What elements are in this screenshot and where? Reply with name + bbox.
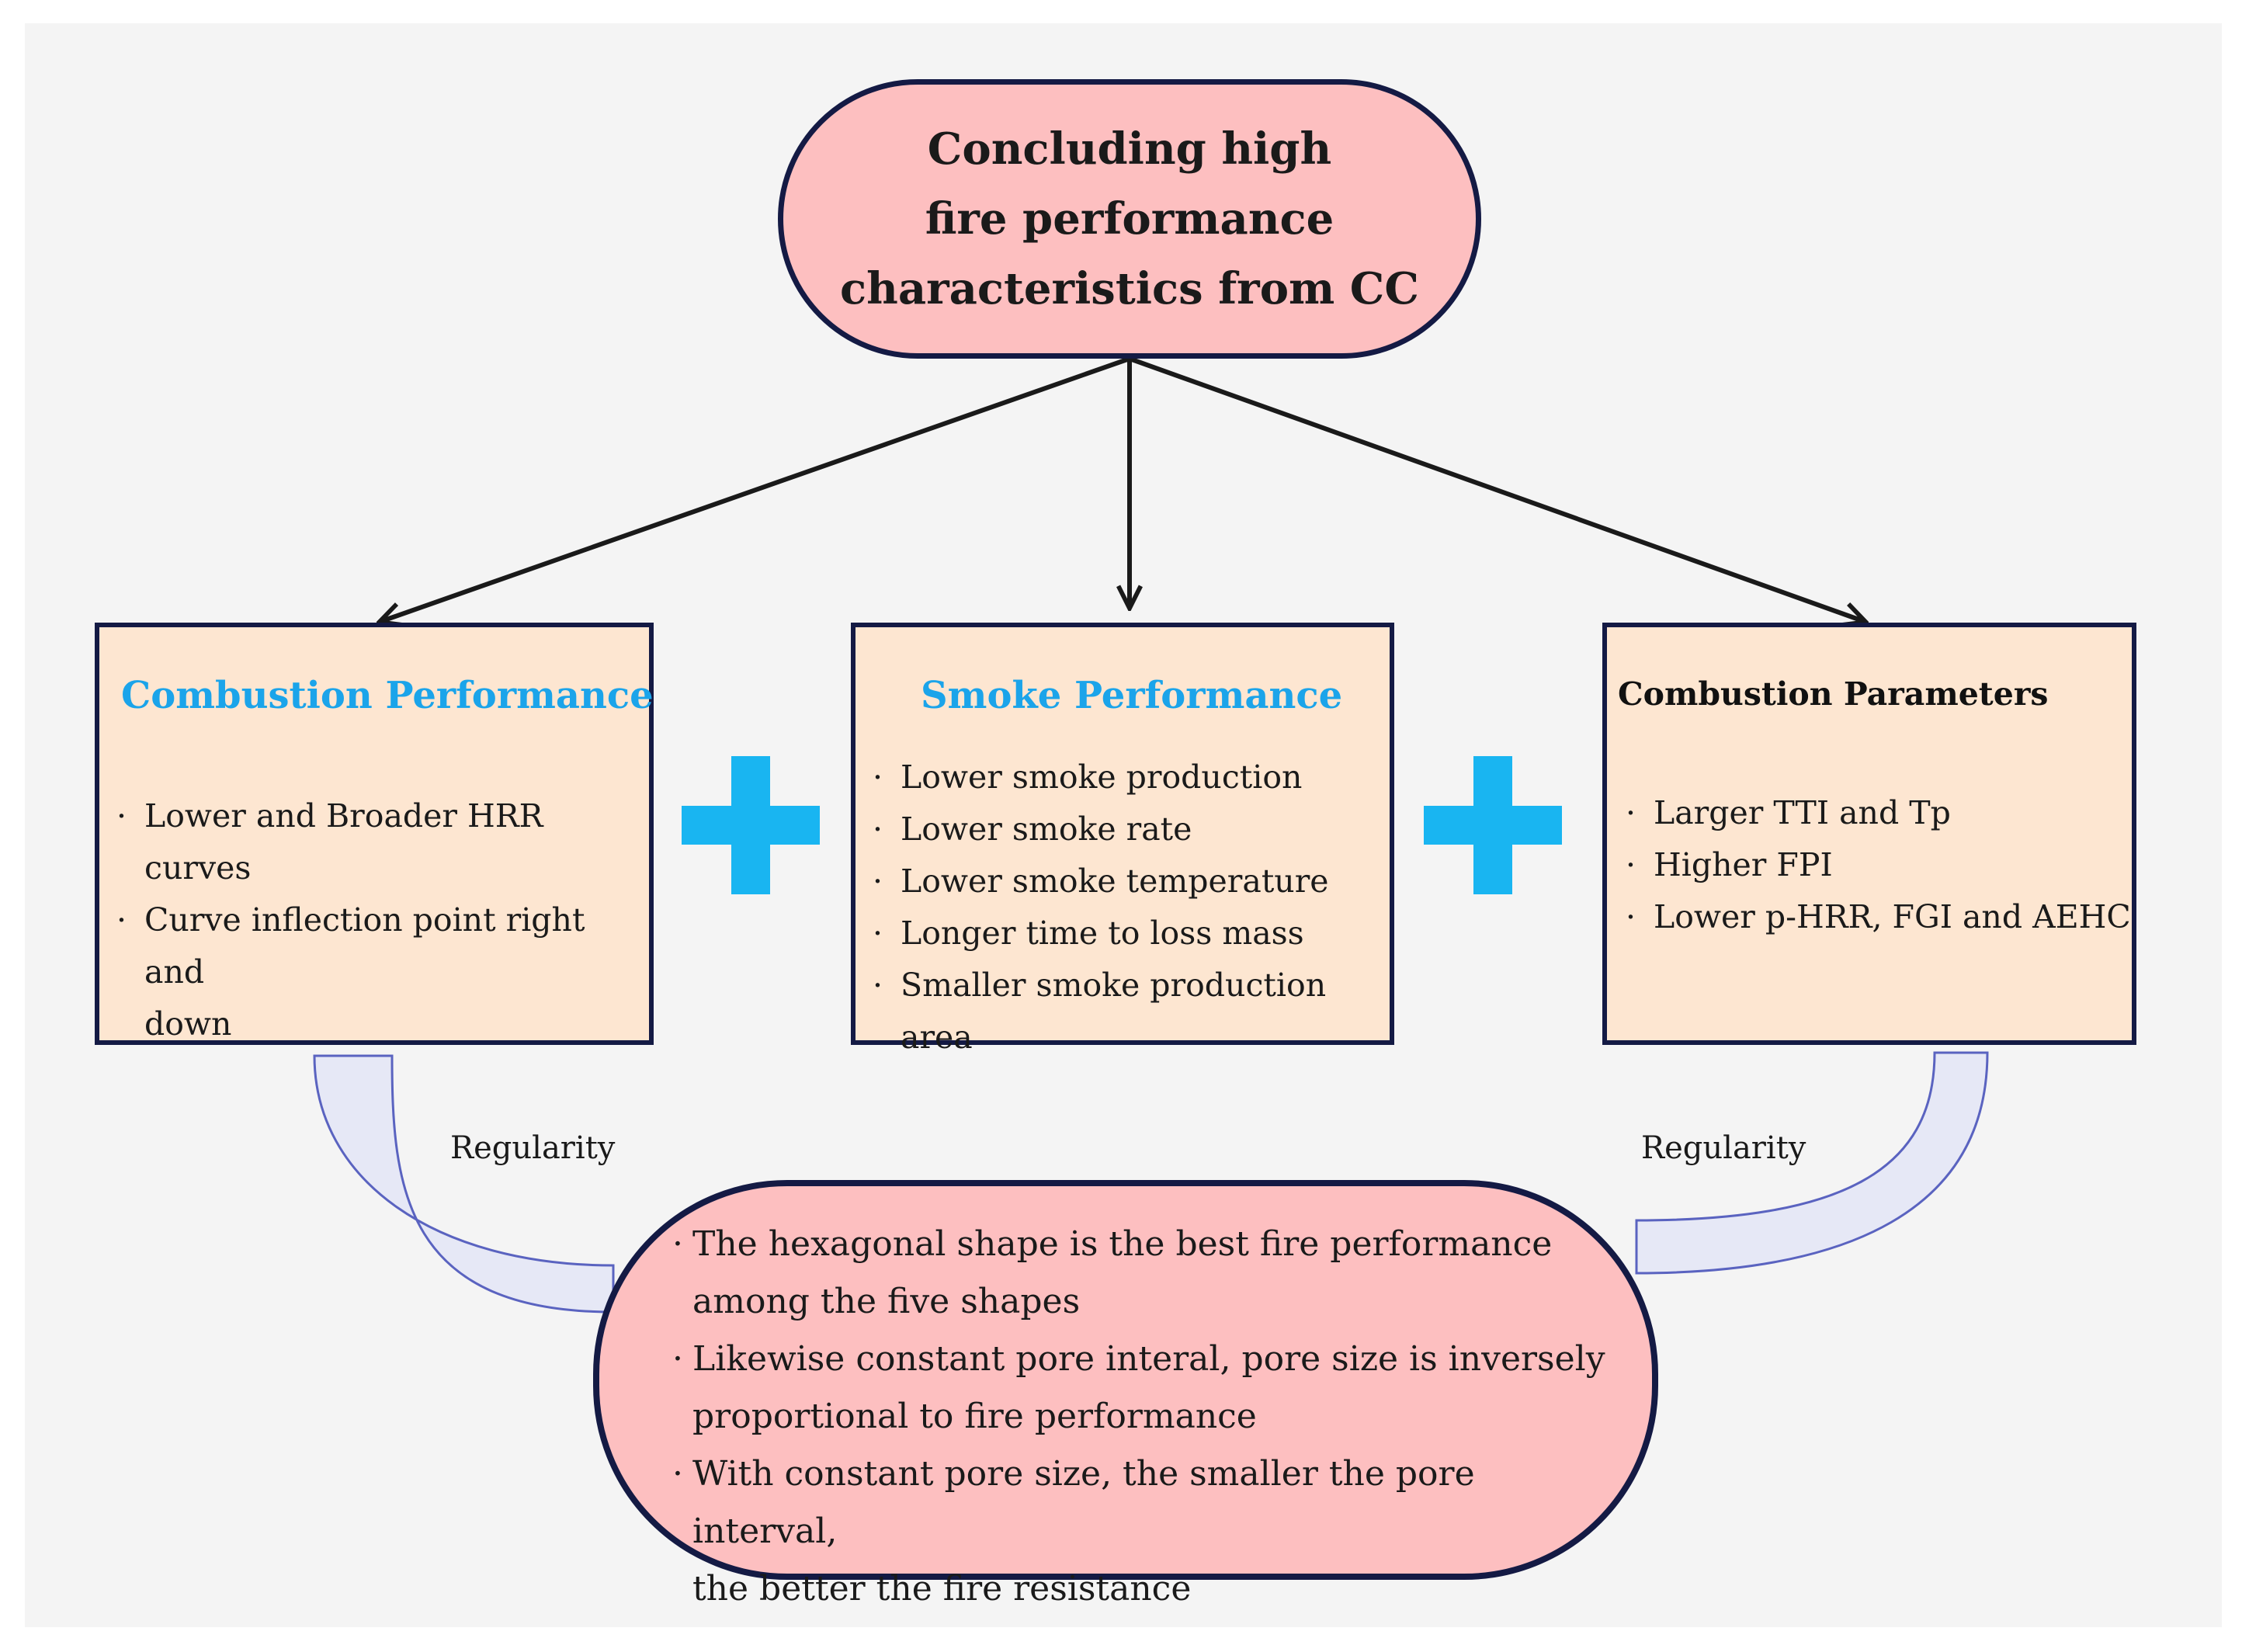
list-item: ·Longer time to loss mass — [873, 914, 1304, 952]
combustion-parameters-box: Combustion Parameters ·Larger TTI and Tp… — [1602, 623, 2136, 1045]
list-item: ·Lower p-HRR, FGI and AEHC — [1626, 898, 2131, 935]
list-item: ·Lower and Broader HRR curves — [116, 797, 543, 887]
arrow-to-combustion-performance — [382, 356, 1130, 621]
box-title: Combustion Parameters — [1618, 675, 2049, 713]
list-item: among the five shapes — [692, 1282, 1081, 1321]
list-item: ·The hexagonal shape is the best fire pe… — [672, 1224, 1553, 1264]
arrow-to-combustion-parameters — [1128, 356, 1863, 621]
list-item: ·Lower smoke temperature — [873, 862, 1329, 900]
list-item: proportional to fire performance — [692, 1397, 1257, 1436]
regularity-band-right — [1635, 1051, 1989, 1275]
list-item: ·Lower smoke rate — [873, 810, 1192, 848]
regularity-label-left: Regularity — [450, 1130, 616, 1166]
regularity-band-left — [313, 1054, 615, 1314]
plus-icon — [682, 756, 820, 894]
list-item: ·Likewise constant pore interal, pore si… — [672, 1339, 1605, 1379]
smoke-performance-box: Smoke Performance ·Lower smoke productio… — [851, 623, 1394, 1056]
plus-icon — [1424, 756, 1562, 894]
list-item: ·Curve inflection point right and — [116, 901, 585, 991]
list-item: ·Larger TTI and Tp — [1626, 794, 1951, 831]
list-item: down — [144, 1005, 232, 1043]
bottom-node: ·The hexagonal shape is the best fire pe… — [593, 1180, 1658, 1609]
top-node: Concluding high fire performance charact… — [778, 79, 1481, 359]
top-node-line: characteristics from CC — [840, 263, 1419, 314]
top-node-line: Concluding high — [927, 123, 1332, 175]
list-item: ·Higher FPI — [1626, 846, 1833, 883]
list-item: ·Lower smoke production — [873, 758, 1303, 796]
list-item: ·With constant pore size, the smaller th… — [672, 1454, 1475, 1551]
box-title: Smoke Performance — [921, 674, 1343, 717]
list-item: ·Smaller smoke production area — [873, 967, 1327, 1056]
combustion-performance-box: Combustion Performance ·Lower and Broade… — [95, 623, 654, 1045]
regularity-label-right: Regularity — [1641, 1130, 1806, 1166]
box-title: Combustion Performance — [121, 674, 654, 717]
list-item: the better the fire resistance — [692, 1569, 1192, 1609]
top-node-line: fire performance — [925, 193, 1334, 245]
